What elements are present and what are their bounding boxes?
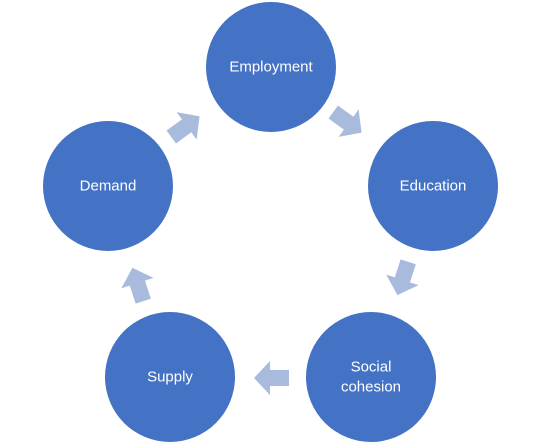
arrow-supply-to-demand <box>121 267 154 304</box>
node-demand: Demand <box>43 121 173 251</box>
node-education-label: Education <box>400 178 467 195</box>
node-supply-circle <box>105 312 235 442</box>
arrow-education-to-social-cohesion <box>386 259 419 296</box>
node-demand-label: Demand <box>80 178 137 195</box>
arrow-employment-to-education <box>328 105 362 137</box>
node-employment: Employment <box>206 2 336 132</box>
node-education: Education <box>368 121 498 251</box>
node-social-cohesion-label-line2: cohesion <box>341 379 401 396</box>
arrow-demand-to-employment <box>166 112 200 144</box>
node-employment-label: Employment <box>229 59 313 76</box>
node-supply: Supply <box>105 312 235 442</box>
node-supply-label: Supply <box>147 369 193 386</box>
node-education-circle <box>368 121 498 251</box>
arrow-social-cohesion-to-supply <box>254 361 289 395</box>
node-employment-circle <box>206 2 336 132</box>
node-social-cohesion-label-line1: Social <box>351 359 392 376</box>
node-social-cohesion: Social cohesion <box>306 312 436 442</box>
node-social-cohesion-circle <box>306 312 436 442</box>
node-demand-circle <box>43 121 173 251</box>
